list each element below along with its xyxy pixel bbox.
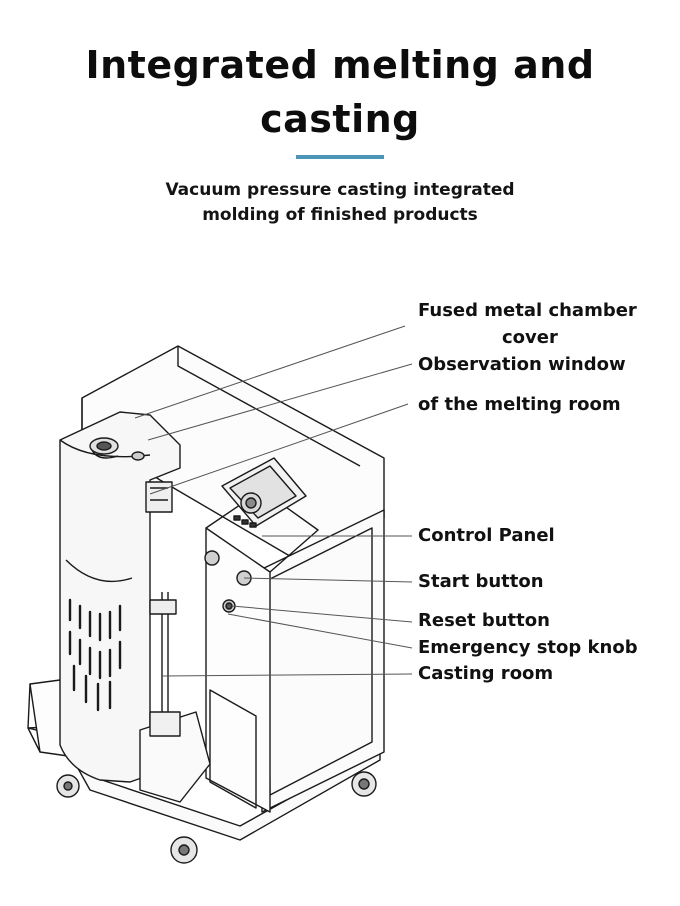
page-title: Integrated melting and casting [0,38,680,146]
leader-line-chamber-cover [134,325,406,419]
label-start-button: Start button [418,571,544,592]
label-fused-metal-chamber-cover: cover [502,327,558,348]
subtitle: Vacuum pressure casting integrated moldi… [0,178,680,228]
leader-line-start [243,577,413,583]
label-fused-metal-chamber: Fused metal chamber [418,300,637,321]
leader-line-casting [161,673,413,677]
leader-line-observation [147,363,413,441]
label-observation-window: Observation window [418,354,626,375]
label-casting-room: Casting room [418,663,554,684]
label-control-panel: Control Panel [418,525,555,546]
emergency-knob-shape [225,602,233,610]
label-reset-button: Reset button [418,610,550,631]
leader-line-melting-room [149,403,409,495]
subtitle-line-1: Vacuum pressure casting integrated [165,180,515,200]
title-line-2: casting [260,97,420,141]
leader-line-emergency [227,613,413,649]
title-accent-bar [296,155,384,159]
control-column [205,527,271,813]
label-emergency-stop: Emergency stop knob [418,637,638,658]
subtitle-line-2: molding of finished products [202,205,478,225]
label-melting-room: of the melting room [418,394,621,415]
title-line-1: Integrated melting and [85,43,595,87]
leader-line-reset [231,605,413,623]
